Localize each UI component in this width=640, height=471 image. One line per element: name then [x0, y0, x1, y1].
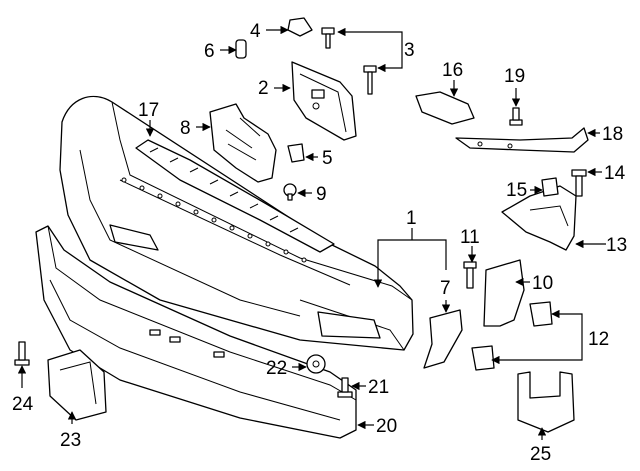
license-bracket-23[interactable] — [47, 349, 107, 421]
callout-22: 22 — [266, 358, 287, 379]
nut-22[interactable] — [306, 354, 326, 374]
bumper-cover-holes — [121, 177, 307, 263]
callout-15: 15 — [506, 180, 527, 201]
callout-16: 16 — [442, 60, 463, 81]
callout-3: 3 — [404, 40, 415, 61]
clip-4[interactable] — [287, 17, 313, 37]
push-pin-9[interactable] — [283, 183, 297, 201]
bolt-14[interactable] — [571, 169, 587, 197]
callout-12: 12 — [588, 329, 609, 350]
nut-15[interactable] — [541, 177, 559, 197]
leader-lines — [17, 25, 606, 440]
callout-23: 23 — [60, 430, 81, 451]
upper-seal-strip[interactable] — [135, 139, 335, 253]
bar-18[interactable] — [455, 127, 589, 153]
bolt-21[interactable] — [337, 377, 353, 398]
callout-20: 20 — [376, 416, 397, 437]
callout-21: 21 — [368, 377, 389, 398]
bolt-24[interactable] — [14, 341, 30, 366]
callout-2: 2 — [258, 78, 269, 99]
clip-12b[interactable] — [471, 345, 495, 371]
bolt-19[interactable] — [509, 107, 523, 126]
callout-8: 8 — [180, 118, 191, 139]
callout-6: 6 — [204, 41, 215, 62]
callout-24: 24 — [12, 394, 34, 415]
front-bumper-cover[interactable] — [59, 95, 414, 351]
callout-25: 25 — [530, 444, 551, 465]
callout-14: 14 — [604, 163, 626, 184]
spacer-6[interactable] — [235, 39, 247, 59]
reinforcement-16[interactable] — [415, 91, 475, 125]
callout-11: 11 — [460, 227, 480, 248]
bolt-11[interactable] — [463, 261, 477, 289]
bracket-25[interactable] — [517, 371, 575, 433]
bracket-7[interactable] — [423, 309, 463, 369]
bracket-10[interactable] — [483, 259, 525, 327]
clip-12a[interactable] — [529, 301, 553, 327]
callout-18: 18 — [602, 124, 623, 145]
callout-labels: 1 2 3 4 5 6 7 8 9 10 11 12 13 14 15 16 1… — [12, 21, 627, 465]
callout-10: 10 — [532, 273, 553, 294]
nut-5[interactable] — [287, 143, 305, 163]
callout-17: 17 — [138, 100, 159, 121]
callout-1: 1 — [406, 208, 417, 229]
bolt-3b[interactable] — [363, 65, 377, 95]
callout-5: 5 — [322, 148, 333, 169]
callout-9: 9 — [316, 184, 327, 205]
mounting-bracket-2[interactable] — [291, 61, 357, 141]
callout-13: 13 — [606, 235, 627, 256]
callout-19: 19 — [504, 66, 525, 87]
callout-4: 4 — [250, 21, 261, 42]
bolt-3a[interactable] — [321, 27, 335, 49]
callout-7: 7 — [440, 278, 451, 299]
bumper-bracket-8[interactable] — [209, 103, 277, 183]
